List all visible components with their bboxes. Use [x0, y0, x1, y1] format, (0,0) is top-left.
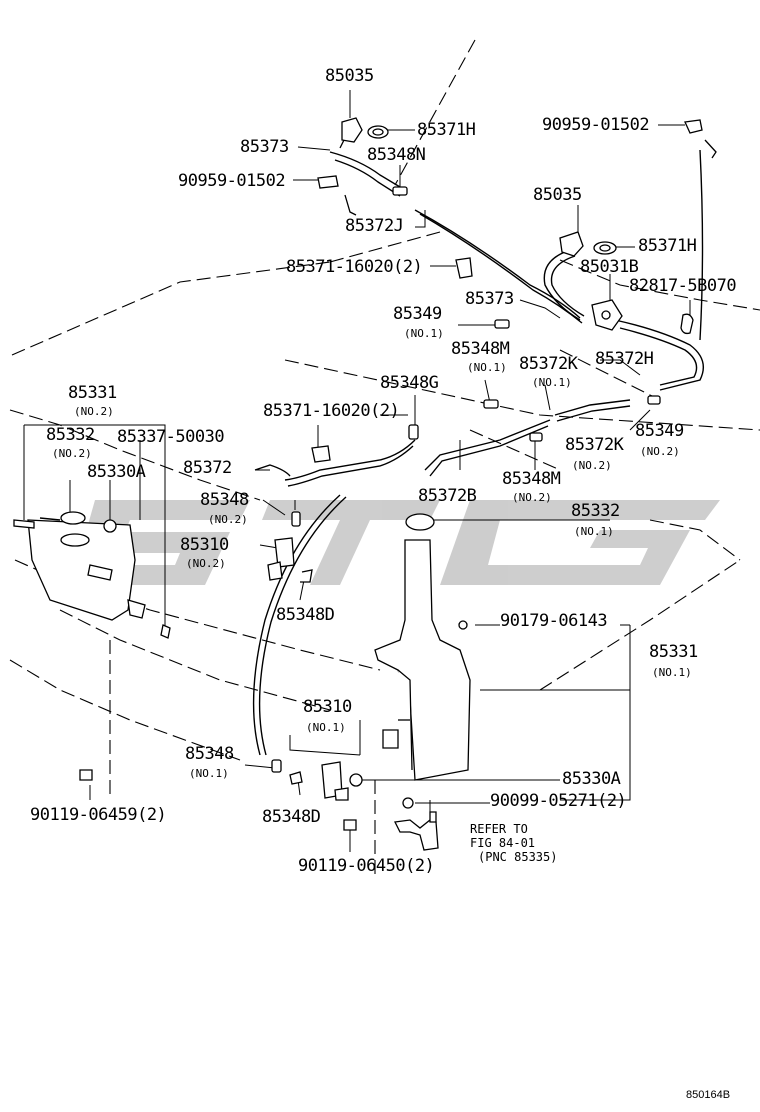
- body-outline: [9, 39, 760, 880]
- sub-85310-no1: (NO.1): [306, 721, 346, 734]
- part-85332-no1: 85332: [571, 501, 620, 521]
- part-85330A-left: 85330A: [87, 462, 146, 482]
- sub-85332-no2: (NO.2): [52, 447, 92, 460]
- part-85310-no2: 85310: [180, 535, 229, 555]
- sub-85331-no1: (NO.1): [652, 666, 692, 679]
- part-85349-no1: 85349: [393, 304, 442, 324]
- part-85371-16020-a: 85371-16020(2): [286, 257, 423, 277]
- part-85310-no1: 85310: [303, 697, 352, 717]
- part-85372H: 85372H: [595, 349, 654, 369]
- part-90119-06459: 90119-06459(2): [30, 805, 167, 825]
- part-85372B: 85372B: [418, 486, 477, 506]
- part-85348-no2: 85348: [200, 490, 249, 510]
- part-85348G: 85348G: [380, 373, 439, 393]
- part-85348D-b: 85348D: [262, 807, 321, 827]
- sub-85348M-no2: (NO.2): [512, 491, 552, 504]
- part-85348N: 85348N: [367, 145, 426, 165]
- part-85031B: 85031B: [580, 257, 639, 277]
- part-85332-no2: 85332: [46, 425, 95, 445]
- part-85331-no2: 85331: [68, 383, 117, 403]
- part-85035-top: 85035: [325, 66, 374, 86]
- sub-85349-no2: (NO.2): [640, 445, 680, 458]
- watermark-logo: [55, 500, 720, 585]
- part-85348M-no2: 85348M: [502, 469, 561, 489]
- part-85348-no1: 85348: [185, 744, 234, 764]
- part-85372K-no1: 85372K: [519, 354, 578, 374]
- sub-85372K-no2: (NO.2): [572, 459, 612, 472]
- part-85372K-no2: 85372K: [565, 435, 624, 455]
- part-85371H-top: 85371H: [417, 120, 476, 140]
- refer-note-line1: REFER TO: [470, 822, 528, 836]
- sub-85332-no1: (NO.1): [574, 525, 614, 538]
- diagram-code: 850164B: [686, 1089, 731, 1101]
- part-85373-mid: 85373: [465, 289, 514, 309]
- part-85331-no1: 85331: [649, 642, 698, 662]
- sub-85331-no2: (NO.2): [74, 405, 114, 418]
- sub-85348M-no1: (NO.1): [467, 361, 507, 374]
- sub-85310-no2: (NO.2): [186, 557, 226, 570]
- refer-note-line2: FIG 84-01: [470, 836, 536, 850]
- part-90099-05271: 90099-05271(2): [490, 791, 627, 811]
- part-85337-50030: 85337-50030: [117, 427, 225, 447]
- part-85371H-mid: 85371H: [638, 236, 697, 256]
- part-90119-06450: 90119-06450(2): [298, 856, 435, 876]
- part-85349-no2: 85349: [635, 421, 684, 441]
- hoses: [39, 149, 704, 756]
- sub-85372K-no1: (NO.1): [532, 376, 572, 389]
- part-90959-01502-right: 90959-01502: [542, 115, 650, 135]
- sub-85348-no2: (NO.2): [208, 513, 248, 526]
- part-85371-16020-b: 85371-16020(2): [263, 401, 400, 421]
- part-82817-5B070: 82817-5B070: [629, 276, 737, 296]
- part-85035-mid: 85035: [533, 185, 582, 205]
- part-85372J: 85372J: [345, 216, 404, 236]
- refer-note-line3: (PNC 85335): [478, 850, 558, 864]
- part-90959-01502-left: 90959-01502: [178, 171, 286, 191]
- sub-85349-no1: (NO.1): [404, 327, 444, 340]
- part-85348D-a: 85348D: [276, 605, 335, 625]
- part-85348M-no1: 85348M: [451, 339, 510, 359]
- part-85373-top: 85373: [240, 137, 289, 157]
- sub-85348-no1: (NO.1): [189, 767, 229, 780]
- part-85330A-right: 85330A: [562, 769, 621, 789]
- components: [13, 117, 717, 851]
- part-85372: 85372: [183, 458, 232, 478]
- part-90179-06143: 90179-06143: [500, 611, 608, 631]
